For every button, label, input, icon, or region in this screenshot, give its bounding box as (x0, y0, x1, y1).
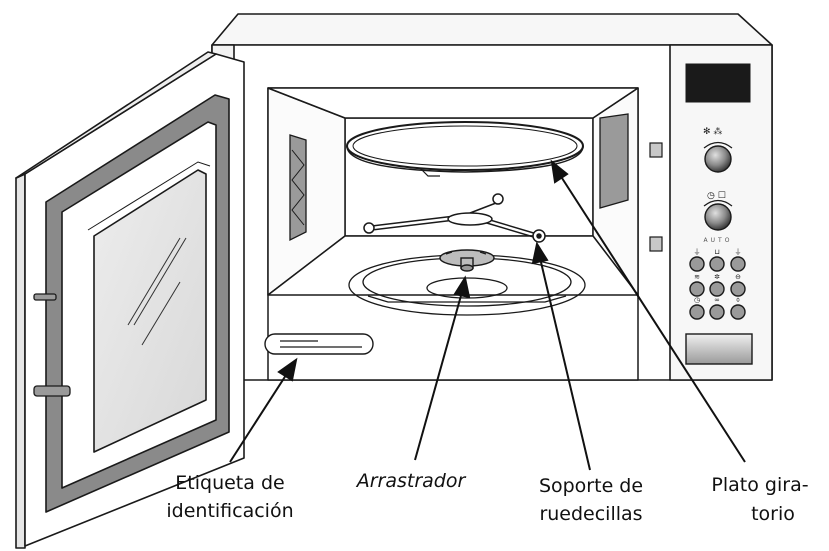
cavity-ceiling (267, 87, 639, 119)
svg-text:⌽: ⌽ (736, 296, 740, 304)
turntable-plate (346, 121, 584, 177)
svg-text:⊔: ⊔ (714, 248, 719, 256)
label-etiqueta-line2: identificación (166, 500, 293, 522)
cavity-right-panel (599, 113, 629, 209)
function-buttons (689, 256, 746, 320)
svg-text:∞: ∞ (714, 296, 720, 304)
label-soporte-line1: Soporte de (539, 475, 643, 497)
latch-slot-lower (649, 236, 663, 252)
arrow-etiqueta (277, 357, 298, 382)
door-latch-lower (33, 385, 71, 397)
door-release-button[interactable] (685, 333, 753, 365)
door-top-edge (15, 51, 217, 179)
svg-text:≋: ≋ (694, 273, 700, 281)
button-symbols: ⏚ ⊔ ⏚ ≋ ✲ ⊖ ◷ ∞ ⌽ (694, 248, 742, 304)
latch-slot-upper (649, 142, 663, 158)
identification-label (264, 333, 374, 355)
roller-ring (363, 193, 546, 243)
waveguide-pattern (291, 149, 305, 226)
svg-text:⏚: ⏚ (694, 248, 701, 256)
function-button[interactable] (730, 256, 746, 272)
function-button[interactable] (709, 256, 725, 272)
label-etiqueta-line1: Etiqueta de (175, 472, 284, 494)
svg-text:⏚: ⏚ (735, 248, 742, 256)
timer-symbols: ◷ ☐ (707, 191, 726, 201)
function-button[interactable] (730, 281, 746, 297)
top-surface (211, 13, 773, 46)
power-symbols: ✻ ⁂ (703, 126, 722, 137)
svg-text:◷: ◷ (694, 296, 701, 304)
function-button[interactable] (689, 256, 705, 272)
timer-knob[interactable] (704, 203, 732, 231)
open-door (15, 51, 245, 549)
power-knob-arc (703, 141, 733, 149)
power-knob[interactable] (704, 145, 732, 173)
drive-coupler (439, 249, 495, 272)
function-button[interactable] (689, 304, 705, 320)
function-button[interactable] (709, 281, 725, 297)
label-soporte-line2: ruedecillas (539, 503, 642, 525)
door-window-inner-edge (87, 161, 211, 231)
function-button[interactable] (730, 304, 746, 320)
auto-label: AUTO (704, 237, 733, 244)
svg-text:✲: ✲ (714, 273, 720, 281)
door-edge (15, 173, 26, 549)
roller-wheel-left (363, 222, 375, 234)
function-button[interactable] (689, 281, 705, 297)
roller-wheel-top (492, 193, 504, 205)
timer-knob-arc (703, 199, 733, 207)
leader-lines (229, 159, 746, 471)
display-window (685, 63, 751, 103)
svg-text:⊖: ⊖ (735, 273, 741, 281)
door-latch-upper (33, 293, 57, 301)
label-plato-line2: torio (751, 503, 795, 525)
function-button[interactable] (709, 304, 725, 320)
arrow-plato (550, 159, 569, 184)
arrow-soporte (531, 241, 549, 265)
label-plato-line1: Plato gira- (711, 474, 808, 496)
glass-reflections (127, 237, 187, 346)
arrow-arrastrador (453, 275, 471, 299)
label-arrastrador: Arrastrador (355, 470, 467, 492)
